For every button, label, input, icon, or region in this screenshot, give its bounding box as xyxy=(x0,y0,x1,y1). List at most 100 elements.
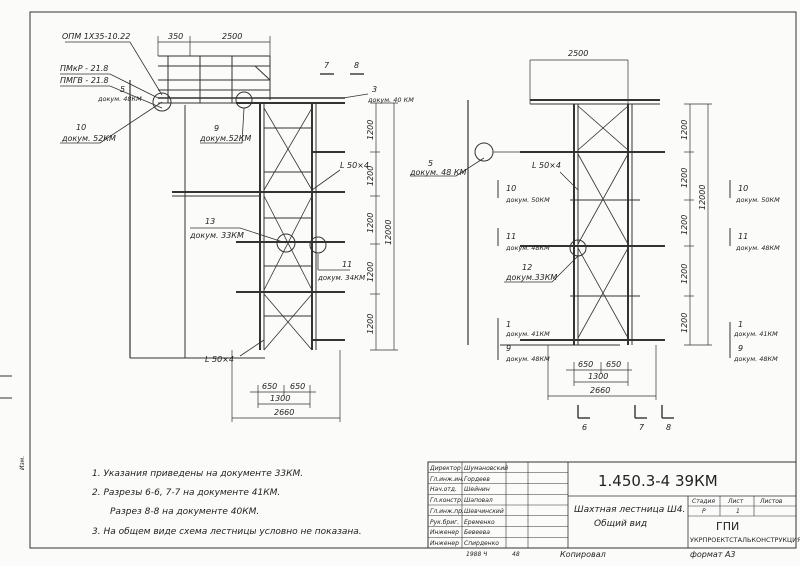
r-callout-11-doc: докум. 48КМ xyxy=(505,244,550,252)
note-2: 2. Разрезы 6-6, 7-7 на документе 41КМ. xyxy=(92,488,280,498)
r-side-10-doc: докум. 50КМ xyxy=(735,196,780,204)
format-label: формат А3 xyxy=(690,550,736,559)
label-opm: ОПМ 1Х35-10.22 xyxy=(62,32,130,41)
leader-angle xyxy=(559,171,579,191)
brace xyxy=(263,293,313,351)
r-callout-9-doc: докум. 48КМ xyxy=(505,355,550,363)
brace xyxy=(263,195,313,291)
leader-angle2 xyxy=(239,339,265,357)
doc-code: 1.450.3-4 39КМ xyxy=(598,472,718,490)
r-section-8-label: 8 xyxy=(666,423,671,432)
r-dim-seg-4: 1200 xyxy=(680,264,689,284)
note-3: 3. На общем виде схема лестницы условно … xyxy=(92,527,362,537)
brace xyxy=(577,153,629,245)
brace xyxy=(263,107,313,191)
leader-opm xyxy=(65,41,163,96)
r-callout-10-doc: докум. 50КМ xyxy=(505,196,550,204)
stage-header: Стадия xyxy=(692,498,715,505)
leader-10 xyxy=(60,101,163,144)
r-dim-top-2500: 2500 xyxy=(568,49,588,58)
r-label-angle: L 50×4 xyxy=(532,161,561,170)
copy-label: Копировал xyxy=(560,550,606,559)
tb-name-2: Шейнин xyxy=(464,486,490,493)
callout-13-doc: докум. 33КМ xyxy=(189,231,244,240)
title-line-2: Общий вид xyxy=(594,519,647,529)
r-dim-bot-1300: 1300 xyxy=(588,372,608,381)
dim-seg-1: 1200 xyxy=(366,120,375,140)
r-side-1-doc: докум. 41КМ xyxy=(733,330,778,338)
stage-value: Р xyxy=(702,508,706,515)
callout-9-doc: докум.52КМ xyxy=(199,134,251,143)
dim-bot-2660: 2660 xyxy=(274,408,294,417)
label-angle-2: L 50×4 xyxy=(205,355,234,364)
r-callout-12-doc: докум.33КМ xyxy=(505,273,557,282)
margin-mark: Изм. xyxy=(19,456,26,470)
dim-top-2500: 2500 xyxy=(222,32,242,41)
r-dim-bot-650b: 650 xyxy=(606,360,621,369)
r-section-7-label: 7 xyxy=(639,423,645,432)
leader-13 xyxy=(190,227,287,244)
brace xyxy=(577,247,629,339)
dim-total: 12000 xyxy=(384,220,393,245)
tb-name-7: Спирденко xyxy=(464,540,499,547)
leader-pmgv xyxy=(60,85,163,109)
r-callout-10-num: 10 xyxy=(506,184,516,193)
callout-10-num: 10 xyxy=(76,123,86,132)
dim-seg-5: 1200 xyxy=(366,314,375,334)
note-2b: Разрез 8-8 на документе 40КМ. xyxy=(110,507,259,517)
r-callout-11-num: 11 xyxy=(506,232,516,241)
right-view xyxy=(410,59,731,419)
r-callout-9-num: 9 xyxy=(506,344,511,353)
r-callout-5-doc: докум. 48 КМ xyxy=(409,168,467,177)
callout-10-doc: докум. 52КМ xyxy=(61,134,116,143)
tb-role-4: Гл.инж.пр. xyxy=(430,508,464,515)
sheet-value: 1 xyxy=(736,508,740,515)
callout-11-num: 11 xyxy=(342,260,352,269)
r-dim-seg-5: 1200 xyxy=(680,313,689,333)
r-dim-seg-1: 1200 xyxy=(680,120,689,140)
r-side-9-num: 9 xyxy=(738,344,743,353)
callout-9-num: 9 xyxy=(214,124,219,133)
leader-angle1 xyxy=(311,169,341,191)
note-1: 1. Указания приведены на документе 33КМ. xyxy=(92,469,303,479)
tb-role-1: Гл.инж.ин. xyxy=(430,476,464,483)
title-block xyxy=(427,461,797,549)
callout-13-num: 13 xyxy=(205,217,215,226)
sheets-header: Листов xyxy=(759,498,783,505)
tb-role-6: Инженер xyxy=(430,529,459,536)
r-callout-1-num: 1 xyxy=(506,320,511,329)
dim-seg-2: 1200 xyxy=(366,166,375,186)
tb-name-6: Бевеева xyxy=(464,529,490,536)
callout-circle-11 xyxy=(309,236,327,254)
r-dim-seg-3: 1200 xyxy=(680,215,689,235)
section-7-label: 7 xyxy=(324,61,330,70)
footer-year: 1988 Ч xyxy=(466,551,487,558)
callout-5-doc: докум. 48КМ xyxy=(97,95,142,103)
tb-name-0: Шумановский xyxy=(464,465,508,472)
r-side-11-doc: докум. 48КМ xyxy=(735,244,780,252)
frame-border xyxy=(29,11,797,549)
r-dim-seg-2: 1200 xyxy=(680,168,689,188)
tb-role-7: Инженер xyxy=(430,540,459,547)
r-section-6-label: 6 xyxy=(582,423,587,432)
r-side-10-num: 10 xyxy=(738,184,748,193)
r-side-9-doc: докум. 48КМ xyxy=(733,355,778,363)
r-callout-1-doc: докум. 41КМ xyxy=(505,330,550,338)
dim-bot-650a: 650 xyxy=(262,382,277,391)
tb-role-0: Директор xyxy=(429,465,461,472)
tb-name-1: Гордеев xyxy=(464,476,490,483)
callout-3-num: 3 xyxy=(372,85,377,94)
label-pmgv: ПМГВ - 21.8 xyxy=(60,76,109,85)
callout-circle-5 xyxy=(152,92,172,112)
dim-bot-650b: 650 xyxy=(290,382,305,391)
r-side-1-num: 1 xyxy=(738,320,743,329)
leader-5 xyxy=(410,157,485,177)
callout-5-num: 5 xyxy=(120,85,125,94)
r-callout-12-num: 12 xyxy=(522,263,532,272)
title-line-1: Шахтная лестница Ш4. xyxy=(574,505,685,515)
label-pmkr: ПМкР - 21.8 xyxy=(60,64,108,73)
post xyxy=(254,65,271,81)
dim-seg-4: 1200 xyxy=(366,262,375,282)
